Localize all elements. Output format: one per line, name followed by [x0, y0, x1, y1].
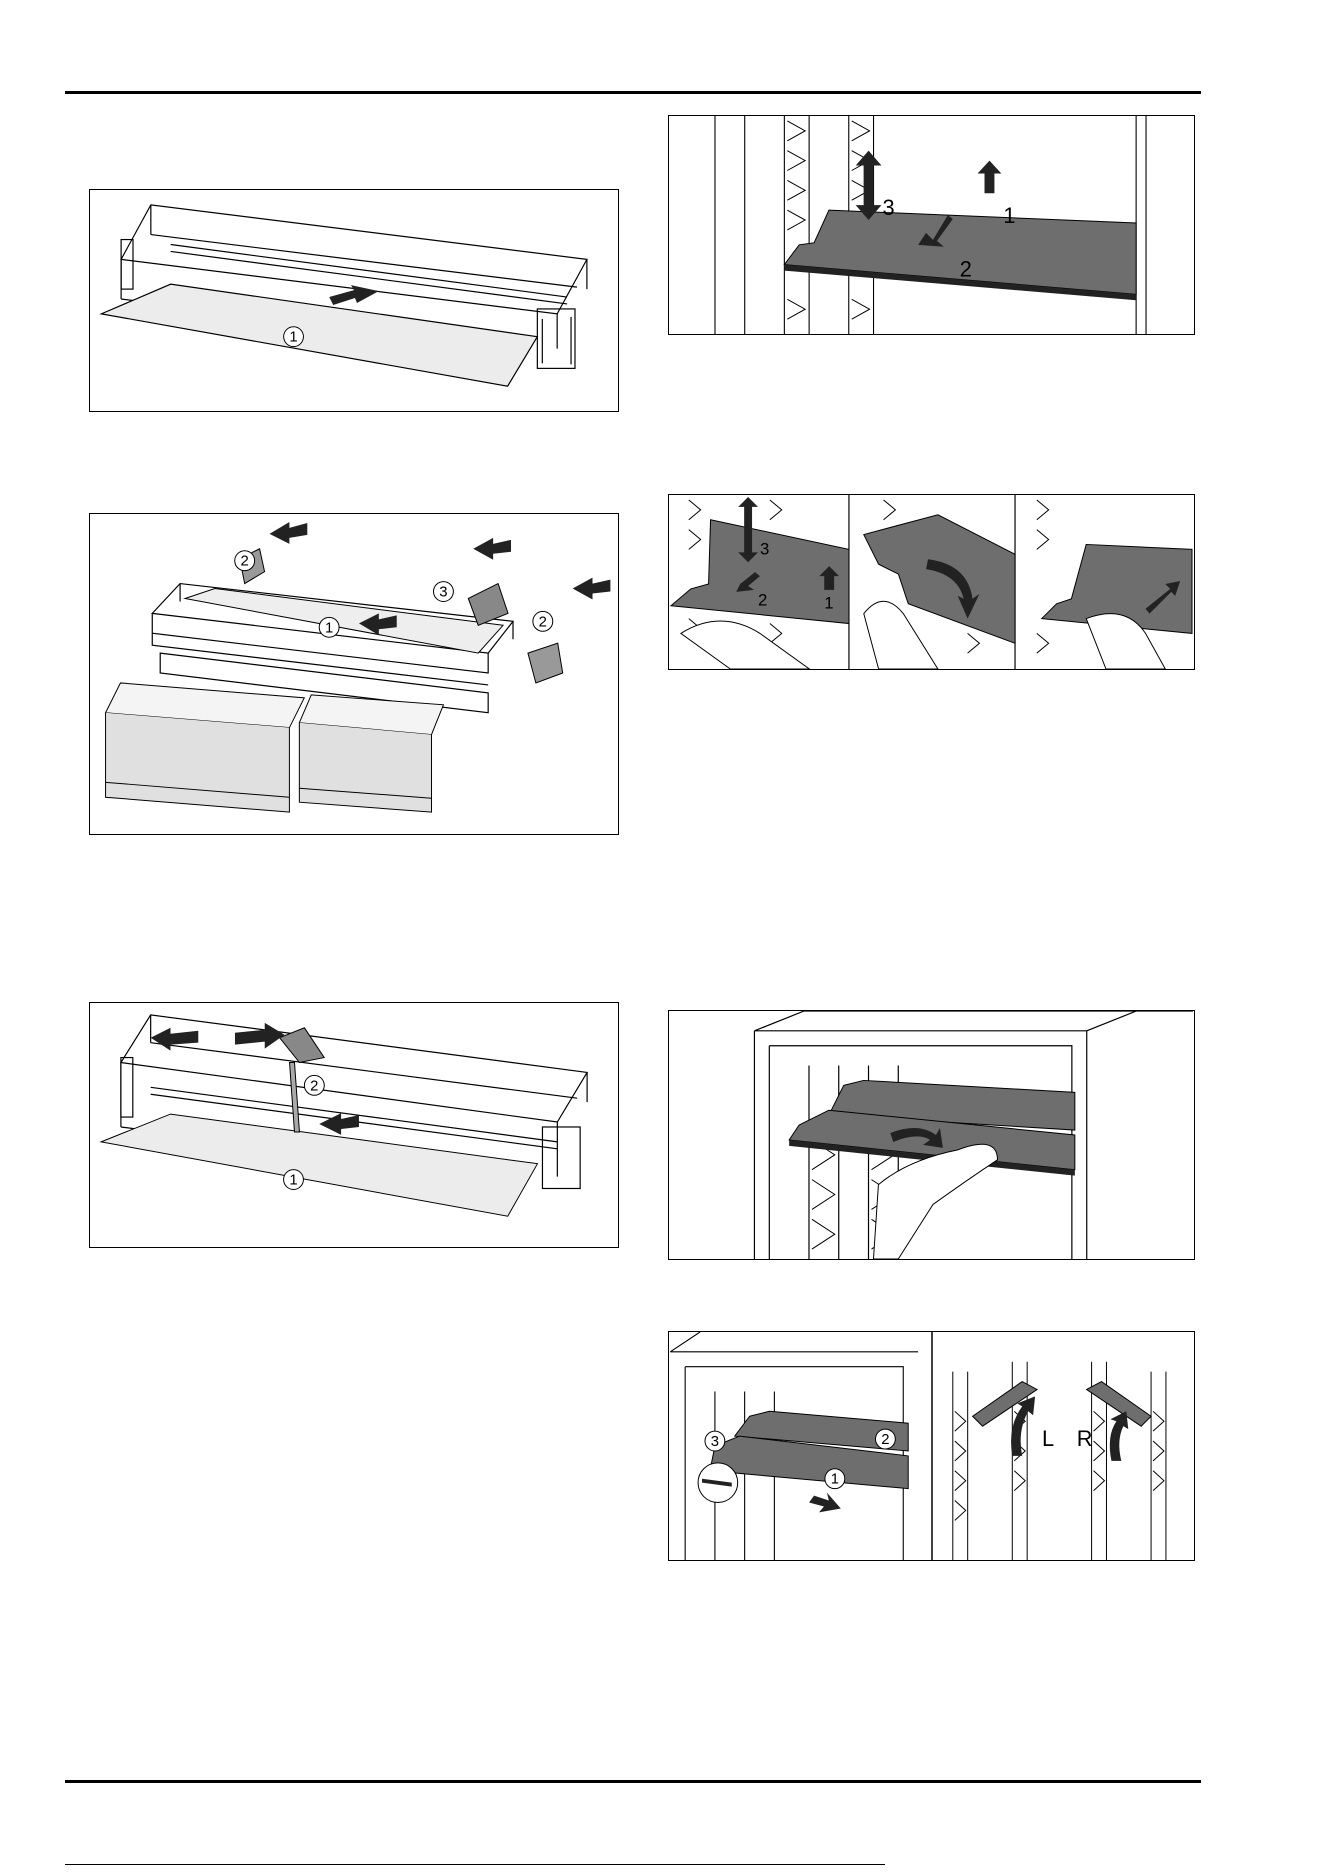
figure-cabinet-shelf-insert: [668, 1010, 1195, 1260]
figure-drawer-glass-insert: 1: [89, 189, 619, 412]
figure-drawer-divider: 2 1: [89, 1002, 619, 1248]
figure-shelf-removal: 3 1 2: [668, 115, 1195, 335]
callout-2: 2: [881, 1432, 889, 1448]
letter-left: L: [1042, 1426, 1054, 1451]
label-3: 3: [882, 195, 894, 220]
header-rule: [65, 91, 1201, 94]
callout-2: 2: [310, 1078, 318, 1094]
callout-1: 1: [289, 1173, 297, 1189]
label-1: 1: [824, 594, 833, 613]
label-2: 2: [758, 591, 767, 610]
callout-1: 1: [289, 330, 297, 346]
figure-shelf-supports: L R 3 2 1: [668, 1331, 1195, 1561]
callout-2-right: 2: [539, 614, 547, 630]
footnote-rule: [65, 1864, 885, 1865]
figure-shelf-hand-steps: 3 2 1: [668, 494, 1195, 670]
footer-rule: [65, 1780, 1201, 1783]
callout-2-left: 2: [241, 554, 249, 570]
callout-1: 1: [325, 620, 333, 636]
callout-3: 3: [711, 1434, 719, 1450]
label-1: 1: [1003, 203, 1015, 228]
figure-drawer-exploded: 2 3 1 2: [89, 513, 619, 835]
label-2: 2: [960, 257, 972, 282]
callout-1: 1: [831, 1472, 839, 1488]
callout-3: 3: [439, 584, 447, 600]
letter-right: R: [1077, 1426, 1093, 1451]
label-3: 3: [760, 539, 769, 558]
